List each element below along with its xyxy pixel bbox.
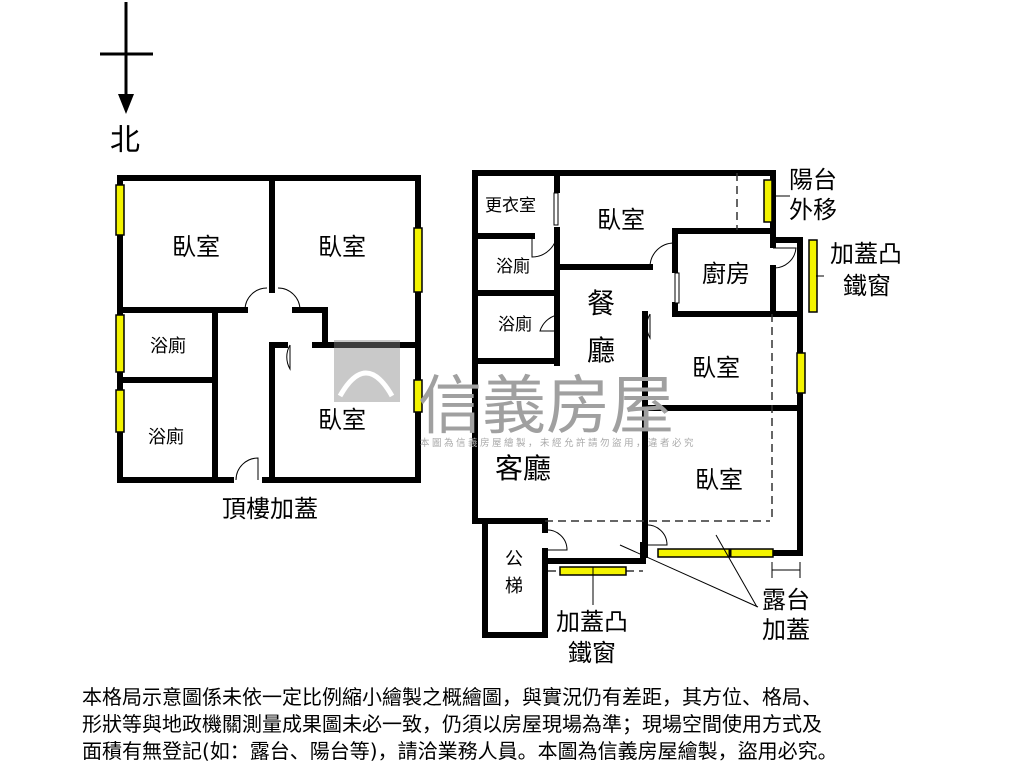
room-label: 臥室: [695, 466, 743, 494]
annotation-label: 加蓋凸: [556, 608, 628, 636]
room-label: 餐: [587, 287, 615, 320]
room-label: 臥室: [597, 206, 645, 234]
room-label: 梯: [505, 576, 523, 597]
annotation-label: 鐵窗: [843, 272, 891, 300]
room-label: 臥室: [318, 406, 366, 434]
annotation-label: 加蓋凸: [830, 240, 902, 268]
north-label: 北: [110, 123, 140, 158]
room-label: 公: [505, 549, 523, 570]
room-label: 浴廁: [150, 335, 186, 357]
room-label: 臥室: [172, 233, 220, 261]
room-label: 廳: [587, 334, 615, 367]
room-label: 臥室: [692, 354, 740, 382]
rooftop-caption: 頂樓加蓋: [222, 495, 318, 523]
annotation-label: 外移: [789, 196, 837, 224]
room-label: 更衣室: [485, 196, 536, 216]
disclaimer: 本格局示意圖係未依一定比例縮小繪製之概繪圖，與實況仍有差距，其方位、格局、 形狀…: [82, 684, 982, 765]
watermark-brand: 信義房屋: [418, 370, 674, 444]
annotation-label: 露台: [762, 586, 810, 614]
room-label: 浴廁: [148, 426, 184, 448]
room-label: 廚房: [702, 260, 750, 288]
disclaimer-line: 面積有無登記(如：露台、陽台等)，請洽業務人員。本圖為信義房屋繪製，盜用必究。: [82, 739, 838, 763]
room-label: 浴廁: [496, 256, 530, 277]
disclaimer-line: 本格局示意圖係未依一定比例縮小繪製之概繪圖，與實況仍有差距，其方位、格局、: [82, 685, 822, 709]
annotation-label: 陽台: [789, 166, 837, 194]
annotation-label: 鐵窗: [568, 639, 616, 667]
room-label: 浴廁: [498, 314, 532, 335]
room-label: 臥室: [318, 233, 366, 261]
main-plan-walls: [472, 170, 824, 638]
rooftop-plan-walls: [115, 175, 423, 484]
room-label: 客廳: [495, 452, 551, 485]
disclaimer-line: 形狀等與地政機關測量成果圖未必一致，仍須以房屋現場為準；現場空間使用方式及: [82, 712, 822, 736]
north-arrow-icon: [100, 2, 153, 114]
annotation-label: 加蓋: [762, 616, 810, 644]
watermark-notice: 本圖為信義房屋繪製，未經允許請勿盜用，違者必究: [420, 437, 696, 449]
watermark-logo: [334, 340, 400, 402]
